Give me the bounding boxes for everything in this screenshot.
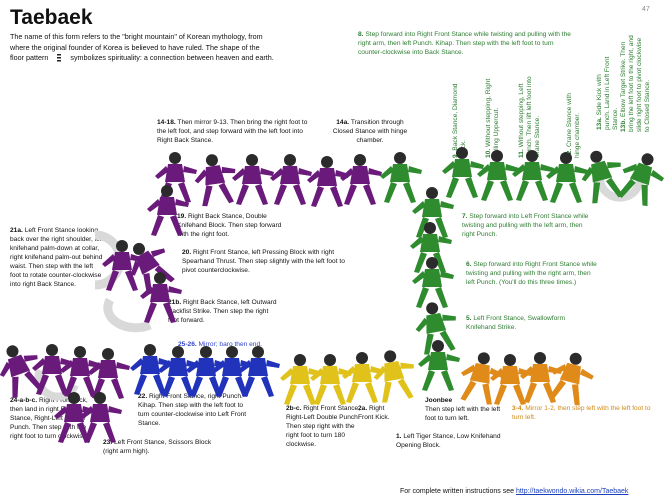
step-22-caption: 22. Right Front Stance, right Punch. Kih… [138, 392, 248, 428]
step-21b-caption: 21b. Right Back Stance, left Outward Bac… [168, 298, 278, 325]
joonbee-label: Joonbee [425, 397, 453, 404]
step-19-text: Right Back Stance, Double Knifehand Bloc… [177, 213, 282, 238]
step-21a-text: Left Front Stance looking back over the … [10, 227, 104, 288]
step-7-caption: 7. Step forward into Left Front Stance w… [462, 212, 597, 239]
step-25-26-caption: 25-26. Mirror; baro then end. [178, 340, 298, 349]
step-8-number: 8. [358, 31, 364, 38]
step-1-number: 1. [396, 433, 402, 440]
step-22-number: 22. [138, 393, 148, 400]
step-6-number: 6. [466, 261, 472, 268]
joonbee-caption: Joonbee Then step left with the left foo… [425, 396, 511, 423]
step-14a-text: Transition through Closed Stance with hi… [332, 119, 408, 144]
step-7-number: 7. [462, 213, 468, 220]
purple-bottom-figures [0, 338, 130, 443]
step-8-text: Step forward into Right Front Stance whi… [358, 31, 571, 56]
step-8-caption: 8. Step forward into Right Front Stance … [358, 30, 573, 57]
footer-text: For complete written instructions see [400, 488, 514, 495]
step-5-caption: 5. Left Front Stance, Swallowform Knifeh… [466, 314, 586, 332]
step-19-number: 19. [177, 213, 187, 220]
step-14a-caption: 14a. Transition through Closed Stance wi… [328, 118, 412, 145]
step-1-text: Left Tiger Stance, Low Knifehand Opening… [396, 433, 501, 449]
orange-figures [456, 347, 599, 408]
step-5-number: 5. [466, 315, 472, 322]
footer: For complete written instructions see ht… [400, 488, 628, 495]
step-21b-text: Right Back Stance, left Outward Backfist… [168, 299, 277, 324]
page-number: 47 [642, 6, 650, 13]
step-19-caption: 19. Right Back Stance, Double Knifehand … [177, 212, 292, 239]
step-23-caption: 23. Left Front Stance, Scissors Block (r… [103, 438, 213, 456]
step-20-caption: 20. Right Front Stance, left Pressing Bl… [182, 248, 347, 275]
step-2b-c-caption: 2b-c. Right Front Stance, Right-Left Dou… [286, 404, 362, 449]
step-2b-c-text: Right Front Stance, Right-Left Double Pu… [286, 405, 361, 448]
step-14-18-caption: 14-18. Then mirror 9-13. Then bring the … [157, 118, 317, 145]
intro-paragraph: The name of this form refers to the "bri… [10, 32, 275, 64]
step-23-number: 23. [103, 439, 113, 446]
step-14-18-number: 14-18. [157, 119, 176, 126]
step-20-number: 20. [182, 249, 192, 256]
step-2b-c-number: 2b-c. [286, 405, 302, 412]
step-20-text: Right Front Stance, left Pressing Block … [182, 249, 345, 274]
step-1-caption: 1. Left Tiger Stance, Low Knifehand Open… [396, 432, 508, 450]
step-22-text: Right Front Stance, right Punch. Kihap. … [138, 393, 247, 427]
step-25-26-text: Mirror; baro then end. [198, 341, 262, 348]
step-24-caption: 24-a-b-c. Right Front Kick, then land in… [10, 396, 90, 441]
rotation-arrow-icon [596, 174, 645, 202]
step-3-4-text: Mirror 1-2, then step left with the left… [512, 405, 651, 421]
rotation-arrow-icon [103, 297, 152, 333]
purple-figures [102, 151, 382, 323]
step-6-caption: 6. Step forward into Right Front Stance … [466, 260, 601, 287]
intro-text: The name of this form refers to the "bri… [10, 32, 263, 62]
step-25-26-number: 25-26. [178, 341, 197, 348]
step-21b-number: 21b. [168, 299, 182, 306]
step-2a-caption: 2a. Right Front Kick. [358, 404, 400, 422]
footer-link[interactable]: http://taekwondo.wikia.com/Taebaek [515, 488, 629, 495]
step-21a-number: 21a. [10, 227, 23, 234]
step-6-text: Step forward into Right Front Stance whi… [466, 261, 597, 286]
step-3-4-caption: 3-4. Mirror 1-2, then step left with the… [512, 404, 662, 422]
step-5-text: Left Front Stance, Swallowform Knifehand… [466, 315, 565, 331]
step-2a-text: Right Front Kick. [358, 405, 390, 421]
joonbee-text: Then step left with the left foot to tur… [425, 406, 501, 422]
step-24-text: Right Front Kick, then land in right Fro… [10, 397, 89, 440]
step-7-text: Step forward into Left Front Stance whil… [462, 213, 589, 238]
step-24-number: 24-a-b-c. [10, 397, 38, 404]
step-14-18-text: Then mirror 9-13. Then bring the right f… [157, 119, 308, 144]
step-3-4-number: 3-4. [512, 405, 524, 412]
yellow-figures [280, 346, 420, 405]
blue-figures [130, 344, 280, 397]
intro-text-tail: symbolizes spirituality: a connection be… [70, 53, 274, 62]
step-14a-number: 14a. [336, 119, 350, 126]
page-title: Taebaek [10, 6, 93, 29]
step-2a-number: 2a. [358, 405, 368, 412]
floor-pattern-icon [53, 54, 66, 63]
step-23-text: Left Front Stance, Scissors Block (right… [103, 439, 212, 455]
step-21a-caption: 21a. Left Front Stance looking back over… [10, 226, 105, 289]
green-figures [380, 145, 670, 357]
